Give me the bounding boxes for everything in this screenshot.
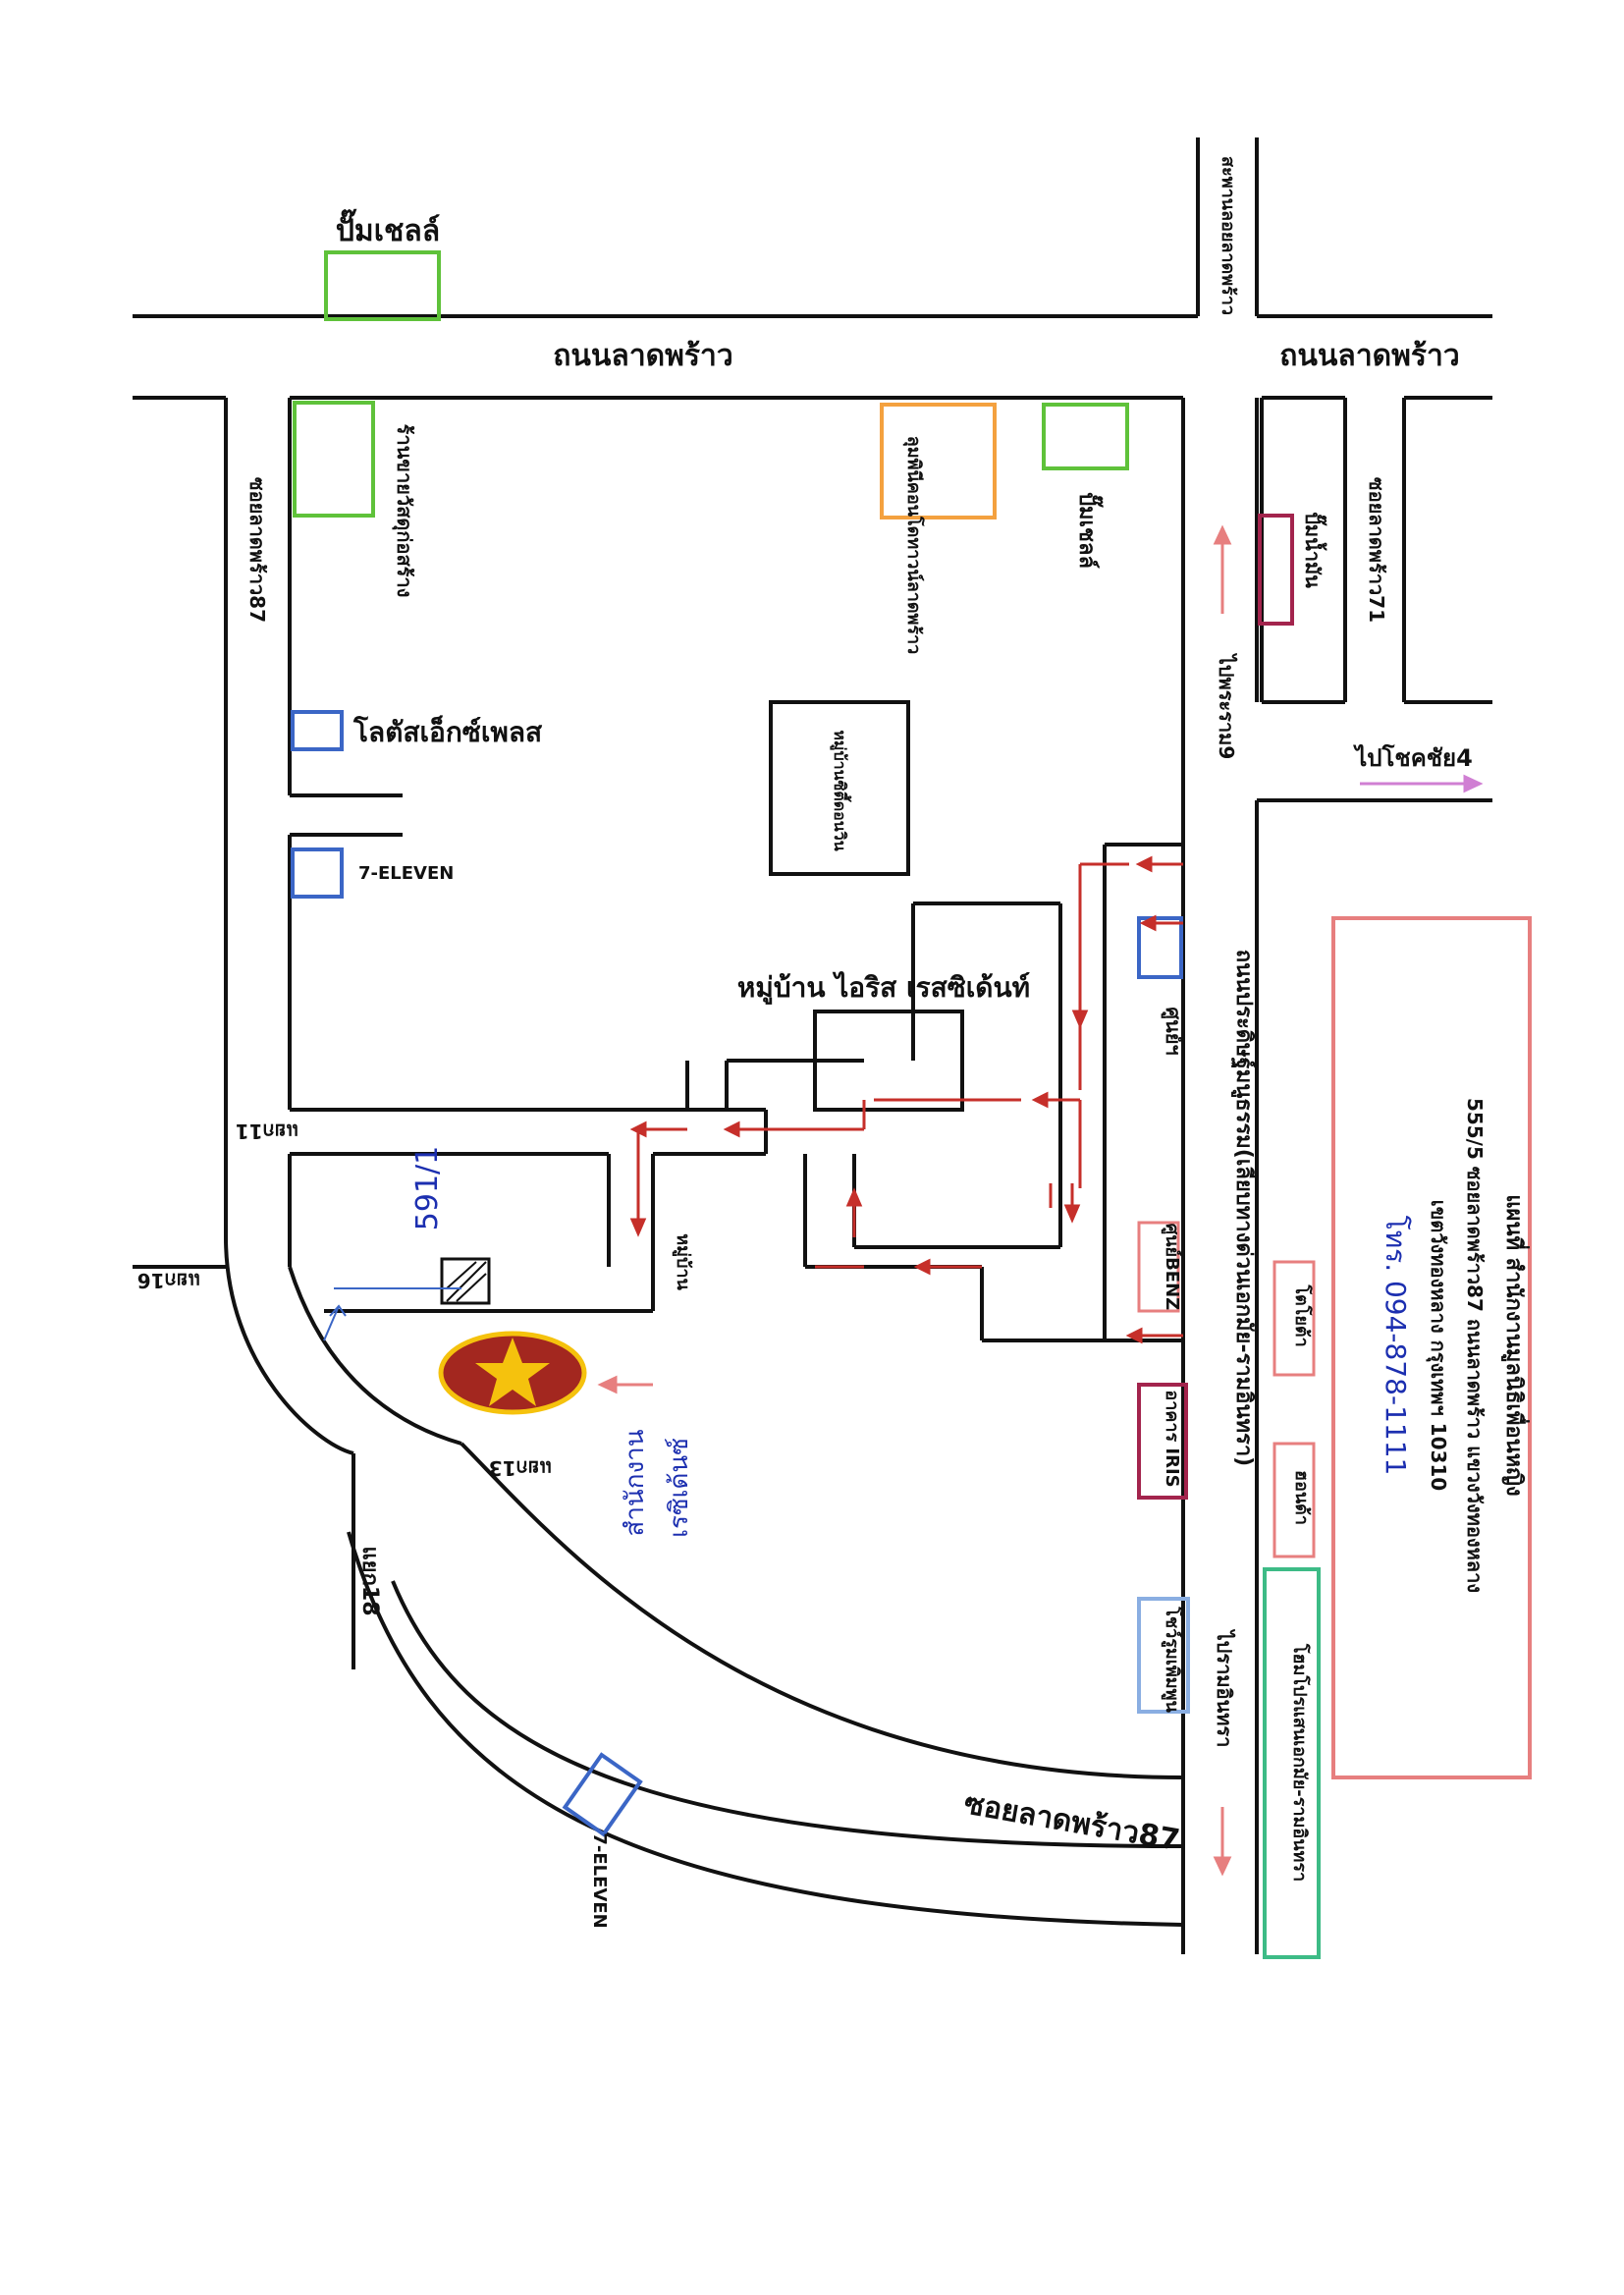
curve-yaek16 (224, 1236, 354, 1455)
to-ramintra-label: ไปรามอินทรา (1213, 1629, 1236, 1748)
target-name-label: หมู่บ้าน (672, 1233, 693, 1290)
seven-eleven-box-2 (562, 1752, 643, 1837)
homepro-label: โฮมโปรแสนเอกมัย-รามอินทรา (1289, 1643, 1311, 1882)
arrow-to-chokchai4 (1360, 774, 1484, 793)
info-box (1331, 916, 1532, 1779)
soi87-bottom-label: ซอยลาดพร้าว87 (961, 1786, 1182, 1858)
arrow-to-ramintra (1213, 1807, 1232, 1877)
soi71-label: ซอยลาดพร้าว71 (1365, 477, 1388, 623)
yaek18-label: แยก18 (357, 1546, 382, 1615)
gas-label: ปั๊มน้ำมัน (1301, 512, 1327, 588)
iris-village-label: หมู่บ้าน ไอริส เรสซิเด้นท์ (737, 971, 1030, 1005)
curve-yaek13 (288, 1266, 462, 1446)
lp-condo-label: ลุมพินีคอนโดทาวน์ลาดพร้าว (902, 436, 925, 655)
toyota-label: โตโยต้า (1291, 1284, 1313, 1346)
main-road-label: ถนนประดิษฐ์มนูธรรม(เลียบทางด่วนเอกมัย-รา… (1230, 950, 1257, 1466)
iris-village-block (813, 1010, 964, 1112)
shell-top-label: ปั๊มเชลล์ (336, 208, 440, 248)
info-line-3: เขตวังทองหลาง กรุงเทพฯ 10310 (1426, 1200, 1450, 1491)
info-line-2: 555/5 ซอยลาดพร้าว87 ถนนลาดพร้าว แขวงวังท… (1463, 1098, 1487, 1593)
soi87-bottom-curve-outer (347, 1531, 1184, 1927)
toyota-box (1272, 1260, 1316, 1377)
gas-station-box (1258, 514, 1294, 626)
lat-phrao-label-left: ถนนลาดพร้าว (553, 339, 732, 373)
lotus-express-label: โลตัสเอ็กซ์เพลส (352, 715, 543, 748)
honda-box (1272, 1442, 1316, 1558)
target-handwritten-1: สำนักงาน (621, 1429, 650, 1536)
chalerm-box (1137, 1597, 1190, 1714)
lotus-express-box (291, 710, 344, 751)
yaek11-label: แยก11 (236, 1120, 299, 1143)
red-route-arrows (629, 855, 1183, 1344)
shell-station-top-box (324, 250, 441, 321)
soi87-bottom-curve-mid (460, 1442, 1184, 1779)
village-side-label: หมู่บ้านซิตี้ดอนวิน (829, 730, 852, 850)
info-line-4: โทร. 094-878-1111 (1380, 1216, 1412, 1476)
to-chokchai4-label: ไปโชคชัย4 (1352, 743, 1473, 772)
sahamongkol-label: ศูนย์ฯ (1160, 1007, 1185, 1055)
house-hatch-2 (456, 1273, 487, 1302)
hardware-label: ร้านขายวัสดุก่อสร้าง (392, 424, 416, 598)
hardware-store-box (293, 401, 375, 518)
sahamongkol-box (1137, 916, 1183, 979)
yaek16-label: แยก16 (137, 1269, 201, 1292)
target-star-icon (475, 1338, 550, 1406)
shell-mid-label: ปั๊มเชลล์ (1074, 492, 1104, 569)
soi87-left-label: ซอยลาดพร้าว87 (245, 477, 269, 623)
seven-eleven-label-2: 7-ELEVEN (589, 1832, 610, 1928)
house-591-box (440, 1257, 491, 1305)
lat-phrao-label-right: ถนนลาดพร้าว (1279, 339, 1459, 373)
iris-building-label: อาคาร IRIS (1162, 1390, 1182, 1487)
handwritten-pointer (323, 1287, 461, 1341)
village-block (769, 700, 910, 876)
honda-label: ฮอนด้า (1291, 1470, 1312, 1525)
arrow-to-target (597, 1375, 653, 1394)
house-number-handwritten: 591/1 (410, 1146, 445, 1230)
target-handwritten-2: เรซิเด้นซ์ (665, 1438, 694, 1538)
seven-eleven-label-1: 7-ELEVEN (358, 863, 454, 884)
iris-building-box (1137, 1383, 1188, 1500)
seven-eleven-box-1 (291, 847, 344, 899)
house-hatch-1 (446, 1261, 487, 1302)
lp-condo-box (880, 403, 997, 519)
to-phraram9-label: ไปพระราม9 (1215, 653, 1238, 760)
house-hatch-3 (446, 1261, 477, 1289)
shell-station-mid-box (1042, 403, 1129, 470)
arrow-to-phraram9 (1213, 524, 1232, 614)
homepro-box (1263, 1567, 1321, 1959)
top-road-label: สะพานลอยลาดพร้าว (1218, 156, 1238, 315)
yaek13-label: แยก13 (489, 1456, 553, 1480)
soi87-bottom-curve-inner (391, 1580, 1184, 1848)
chalerm-label: โชว์รูมเพิ่มพูน (1161, 1606, 1185, 1713)
info-line-1: แผนที่ สำนักงานมูลนิธิเพื่อนหญิง (1500, 1194, 1531, 1496)
benz-box (1137, 1221, 1180, 1313)
benz-label: ศูนย์BENZ (1161, 1224, 1183, 1310)
